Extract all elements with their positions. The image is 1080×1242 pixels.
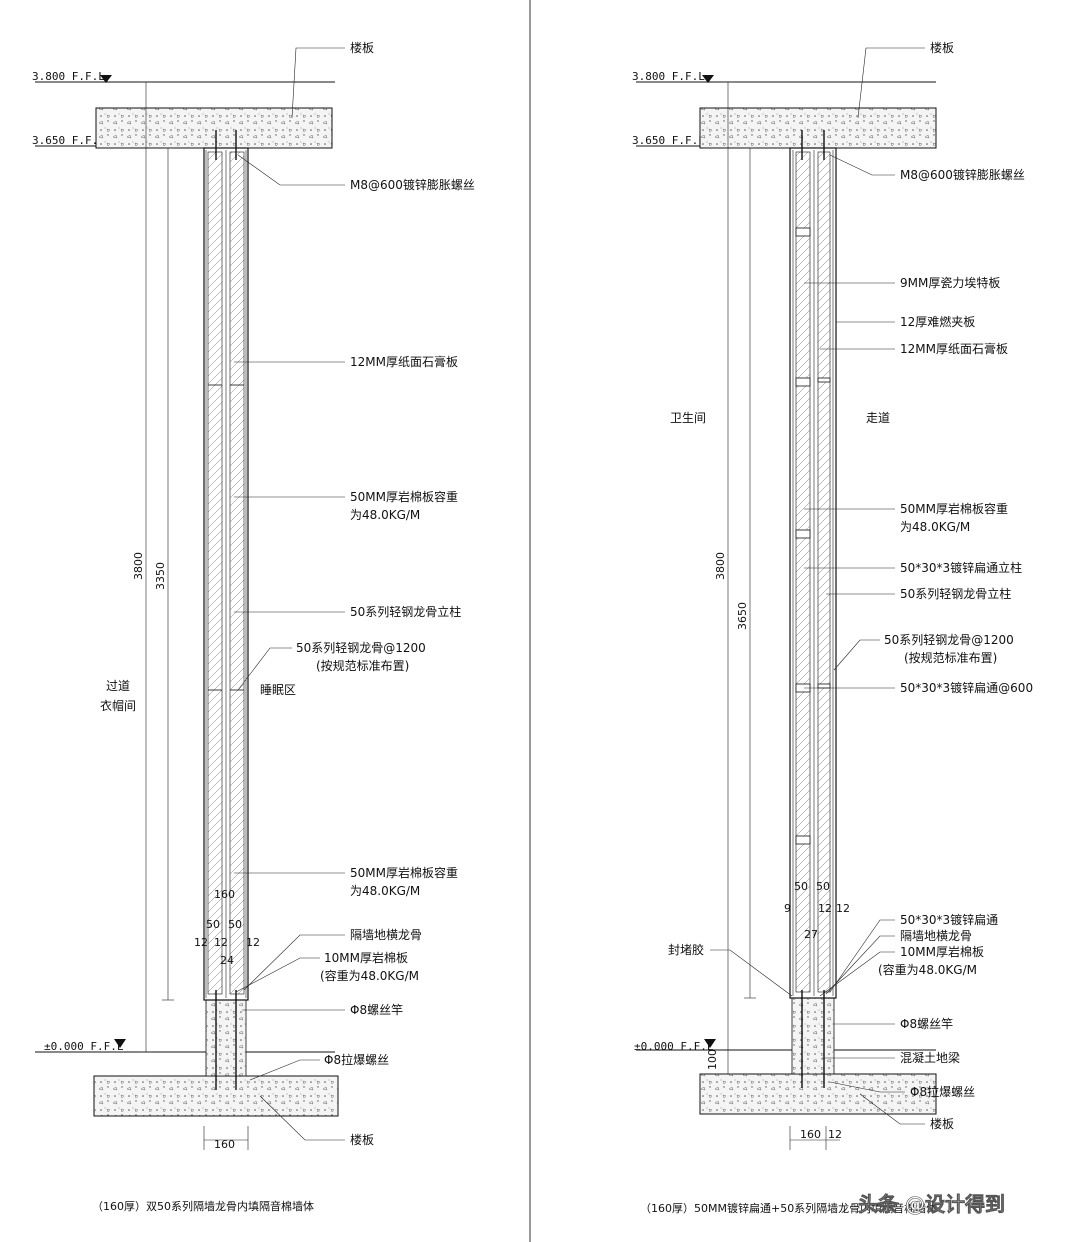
- label-rockwool-2a: 50MM厚岩棉板容重: [350, 865, 458, 880]
- label-gypsum-board: 12MM厚纸面石膏板: [900, 341, 1008, 356]
- label-rockwool-1b: 为48.0KG/M: [350, 508, 420, 522]
- insulation-left: [795, 151, 811, 993]
- dim-width-bottom: 160: [800, 1128, 821, 1141]
- insulation-right: [229, 151, 245, 995]
- label-threaded-rod: Φ8螺丝竿: [900, 1016, 953, 1031]
- dim-total: 3800: [132, 552, 145, 580]
- label-expansion-bolt: Φ8拉爆螺丝: [324, 1052, 389, 1067]
- level-marker-icon: [702, 75, 714, 83]
- dim-12b: 12: [836, 902, 850, 915]
- label-threaded-rod: Φ8螺丝竿: [350, 1002, 403, 1017]
- label-anchor-bolt: M8@600镀锌膨胀螺丝: [350, 178, 475, 192]
- level-marker-icon: [100, 75, 112, 83]
- right-detail: 3.800 F.F.L 3.650 F.F.L ±0.000 F.F.L: [632, 40, 1033, 1215]
- wall-curb: [205, 999, 247, 1077]
- dim-wall: 3650: [736, 602, 749, 630]
- label-expansion-bolt: Φ8拉爆螺丝: [910, 1084, 975, 1099]
- label-rockwool-10-density: (容重为48.0KG/M: [878, 962, 977, 977]
- concrete-curb: [791, 997, 835, 1075]
- label-stud-note: (按规范标准布置): [904, 650, 997, 665]
- label-anchor-bolt: M8@600镀锌膨胀螺丝: [900, 168, 1025, 182]
- label-slab-bottom: 楼板: [350, 1132, 374, 1147]
- label-sealant: 封堵胶: [668, 942, 704, 957]
- label-rockwool-10: 10MM厚岩棉板: [324, 950, 408, 965]
- label-flat-bar: 50*30*3镀锌扁通: [900, 913, 998, 927]
- label-stud-note: (按规范标准布置): [316, 658, 409, 673]
- dim-12a: 12: [194, 936, 208, 949]
- insulation-right: [817, 151, 831, 993]
- dim-50a: 50: [206, 918, 220, 931]
- level-floor-text: ±0.000 F.F.L: [634, 1040, 714, 1053]
- label-floor-track: 隔墙地横龙骨: [350, 928, 422, 942]
- label-fire-plywood: 12厚难燃夹板: [900, 314, 975, 329]
- caption-right: （160厚）50MM镀锌扁通+50系列隔墙龙骨内填隔音棉墙体: [640, 1201, 937, 1215]
- label-gypsum-board: 12MM厚纸面石膏板: [350, 354, 458, 369]
- level-top-text: 3.800 F.F.L: [32, 70, 105, 83]
- dim-50a: 50: [794, 880, 808, 893]
- left-detail: 3.800 F.F.L 3.650 F.F.L ±0.000 F.F.L: [32, 40, 475, 1213]
- dim-9: 9: [784, 902, 791, 915]
- dim-50b: 50: [816, 880, 830, 893]
- label-rockwool-10: 10MM厚岩棉板: [900, 944, 984, 959]
- label-stud-spacing: 50系列轻钢龙骨@1200: [884, 633, 1014, 647]
- label-slab-bottom: 楼板: [930, 1116, 954, 1131]
- label-flat-bar-post: 50*30*3镀锌扁通立柱: [900, 560, 1022, 575]
- room-right: 睡眠区: [260, 683, 296, 697]
- level-top-text: 3.800 F.F.L: [632, 70, 705, 83]
- dim-total: 3800: [714, 552, 727, 580]
- dim-wall: 3350: [154, 562, 167, 590]
- dim-100: 100: [706, 1049, 719, 1070]
- top-slab: [95, 107, 333, 149]
- dim-24: 24: [220, 954, 234, 967]
- room-left-2: 衣帽间: [100, 698, 136, 713]
- label-rockwool-b: 为48.0KG/M: [900, 520, 970, 534]
- dim-12-bottom: 12: [828, 1128, 842, 1141]
- level-floor-text: ±0.000 F.F.L: [44, 1040, 124, 1053]
- dim-width-bottom: 160: [214, 1138, 235, 1151]
- label-flat-bar-600: 50*30*3镀锌扁通@600: [900, 681, 1033, 695]
- label-stud-spacing: 50系列轻钢龙骨@1200: [296, 641, 426, 655]
- level-marker-icon: [704, 1039, 716, 1048]
- dim-12b: 12: [214, 936, 228, 949]
- label-slab-top: 楼板: [350, 40, 374, 55]
- label-steel-stud: 50系列轻钢龙骨立柱: [900, 586, 1011, 601]
- dim-27: 27: [804, 928, 818, 941]
- bottom-slab: [699, 1073, 937, 1115]
- label-rockwool-a: 50MM厚岩棉板容重: [900, 501, 1008, 516]
- label-floor-track: 隔墙地横龙骨: [900, 929, 972, 943]
- room-left-1: 过道: [106, 679, 130, 693]
- level-slab-text: 3.650 F.F.L: [632, 134, 705, 147]
- watermark: 头条 @设计得到: [858, 1192, 1005, 1216]
- label-rockwool-1a: 50MM厚岩棉板容重: [350, 489, 458, 504]
- dim-50b: 50: [228, 918, 242, 931]
- top-slab: [699, 107, 937, 149]
- level-slab-text: 3.650 F.F.L: [32, 134, 105, 147]
- label-rockwool-10-density: (容重为48.0KG/M: [320, 968, 419, 983]
- caption-left: （160厚）双50系列隔墙龙骨内填隔音棉墙体: [92, 1199, 314, 1213]
- insulation-left: [207, 151, 223, 995]
- label-slab-top: 楼板: [930, 40, 954, 55]
- dim-12a: 12: [818, 902, 832, 915]
- dim-12c: 12: [246, 936, 260, 949]
- dim-width-mid: 160: [214, 888, 235, 901]
- label-rockwool-2b: 为48.0KG/M: [350, 884, 420, 898]
- level-marker-icon: [114, 1039, 126, 1048]
- label-cement-board: 9MM厚瓷力埃特板: [900, 275, 1000, 290]
- label-concrete-beam: 混凝土地梁: [900, 1050, 960, 1065]
- room-left: 卫生间: [670, 411, 706, 425]
- label-steel-stud: 50系列轻钢龙骨立柱: [350, 604, 461, 619]
- room-right: 走道: [866, 411, 890, 425]
